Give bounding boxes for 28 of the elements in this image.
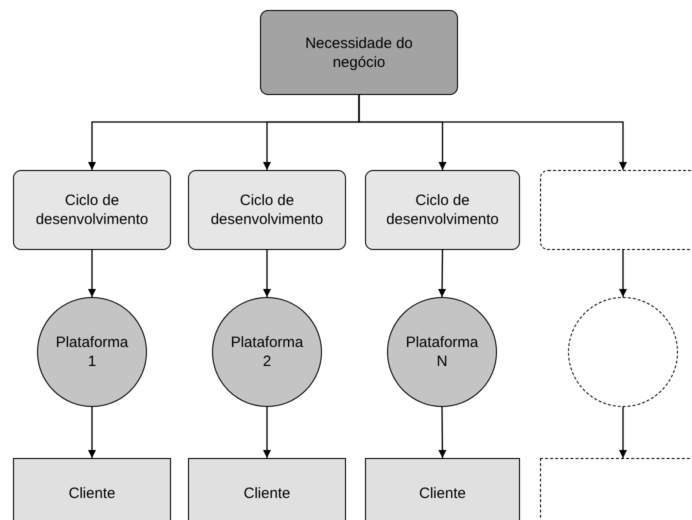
process-box [365, 170, 520, 250]
node-text: Cliente [244, 484, 290, 502]
arrow [619, 250, 627, 297]
arrow [88, 250, 96, 297]
node-text: Cliente [419, 484, 466, 502]
process-box [260, 10, 458, 95]
client-box [13, 458, 171, 520]
client-box [365, 458, 520, 520]
node-text: Cliente [68, 484, 116, 502]
process-box [188, 170, 346, 250]
client-box [188, 458, 346, 520]
arrow [88, 407, 96, 458]
dashed-box [540, 458, 692, 520]
node-text: Necessidade do negócio [304, 34, 414, 72]
arrow [358, 95, 627, 170]
node-text: Ciclo de desenvolvimento [210, 191, 324, 229]
node-text: Plataforma 1 [54, 333, 130, 371]
arrow [438, 407, 446, 458]
node-text: Plataforma 2 [230, 333, 304, 371]
arrow [619, 407, 627, 458]
node-text: Ciclo de desenvolvimento [385, 191, 500, 229]
arrow [263, 407, 271, 458]
dashed-box [540, 170, 692, 250]
process-box [13, 170, 171, 250]
node-text: Plataforma N [404, 333, 480, 371]
arrow [438, 250, 446, 297]
node-text: Ciclo de desenvolvimento [34, 191, 150, 229]
arrow [263, 250, 271, 297]
